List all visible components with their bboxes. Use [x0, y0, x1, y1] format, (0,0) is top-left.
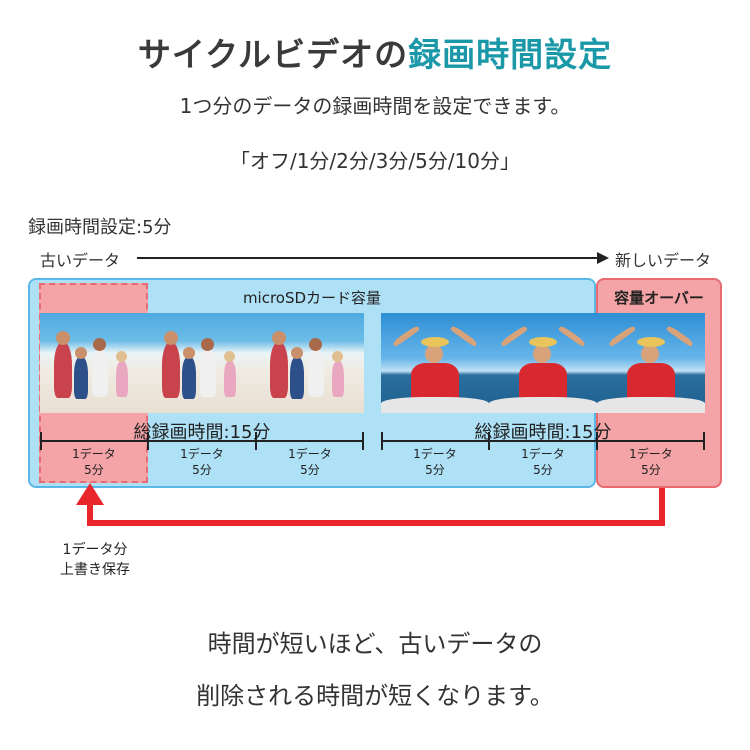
- overwrite-note: 1データ分上書き保存: [60, 542, 130, 578]
- title-prefix: サイクルビデオの: [137, 35, 409, 74]
- old-data-label: 古いデータ: [40, 251, 121, 270]
- new-data-label: 新しいデータ: [615, 251, 712, 270]
- total-recording-time-left: 総録画時間:15分: [133, 422, 271, 443]
- segment-tick: [362, 432, 364, 450]
- options-list: 「オフ/1分/2分/3分/5分/10分」: [229, 149, 521, 173]
- timeline-line: [137, 257, 597, 259]
- title-accent: 録画時間設定: [408, 35, 613, 74]
- beach-family-photo: [40, 313, 148, 413]
- capacity-over-label: 容量オーバー: [614, 289, 704, 307]
- segment-bracket-line: [40, 440, 364, 442]
- segment-tick: [40, 432, 42, 450]
- segment-tick: [381, 432, 383, 450]
- setting-label: 録画時間設定:5分: [28, 217, 172, 238]
- seaside-car-photo: [489, 313, 597, 413]
- seaside-car-photo: [597, 313, 705, 413]
- segment-tick: [488, 432, 490, 450]
- segment-tick: [703, 432, 705, 450]
- footer-line-2: 削除される時間が短くなります。: [196, 682, 554, 710]
- segment-tick: [255, 432, 257, 450]
- right-arrow-icon: [597, 252, 609, 264]
- beach-family-photo: [256, 313, 364, 413]
- microsd-capacity-label: microSDカード容量: [242, 289, 382, 307]
- seaside-car-photo: [381, 313, 489, 413]
- total-recording-time-right: 総録画時間:15分: [474, 422, 612, 443]
- segment-tick: [147, 432, 149, 450]
- segment-bracket-line: [381, 440, 705, 442]
- subtitle: 1つ分のデータの録画時間を設定できます。: [179, 94, 571, 118]
- beach-family-photo: [148, 313, 256, 413]
- segment-tick: [596, 432, 598, 450]
- footer-line-1: 時間が短いほど、古いデータの: [207, 630, 543, 658]
- page-title: サイクルビデオの録画時間設定: [0, 28, 750, 76]
